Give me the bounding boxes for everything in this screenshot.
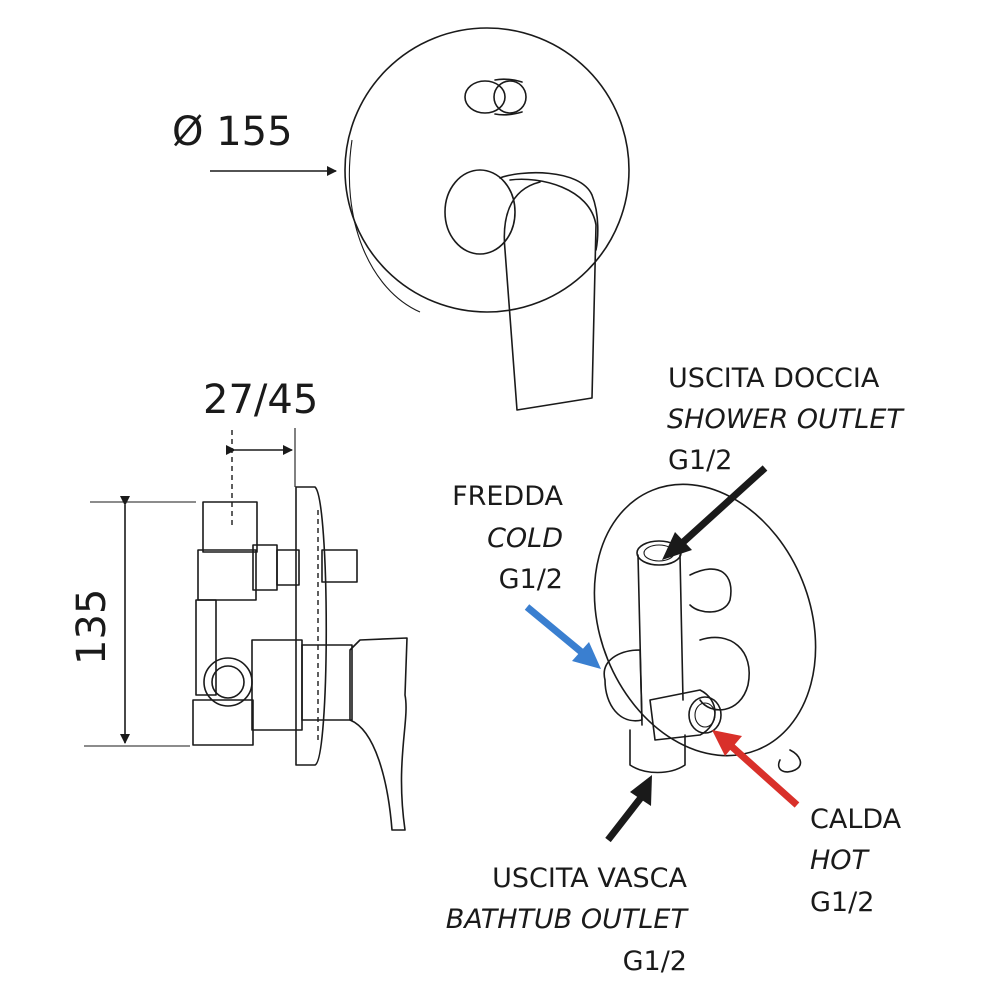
cold-arrow: [524, 604, 601, 669]
cold-thread: G1/2: [498, 564, 563, 595]
bathtub-outlet-arrow: [605, 775, 652, 843]
bathtub-outlet-thread: G1/2: [622, 946, 687, 977]
shower-outlet-arrow: [662, 465, 768, 560]
bathtub-outlet-en: BATHTUB OUTLET: [445, 904, 687, 935]
diverter-knob: [464, 78, 527, 116]
shower-outlet-it: USCITA DOCCIA: [668, 363, 880, 394]
cover-plate: [344, 27, 630, 313]
shower-outlet-en: SHOWER OUTLET: [667, 404, 903, 435]
diameter-label: Ø 155: [172, 109, 293, 155]
side-view: [84, 428, 408, 831]
shower-outlet-thread: G1/2: [668, 445, 733, 476]
hot-en: HOT: [810, 845, 869, 876]
hot-thread: G1/2: [810, 887, 875, 918]
cold-en: COLD: [487, 523, 563, 554]
cold-it: FREDDA: [452, 481, 563, 512]
bathtub-outlet-it: USCITA VASCA: [492, 863, 687, 894]
height-label: 135: [69, 588, 115, 665]
depth-label: 27/45: [203, 377, 319, 423]
hot-it: CALDA: [810, 804, 902, 835]
isometric-view: [593, 483, 817, 774]
lever-handle: [444, 169, 599, 411]
front-view: [210, 27, 630, 411]
hot-arrow: [712, 730, 800, 808]
